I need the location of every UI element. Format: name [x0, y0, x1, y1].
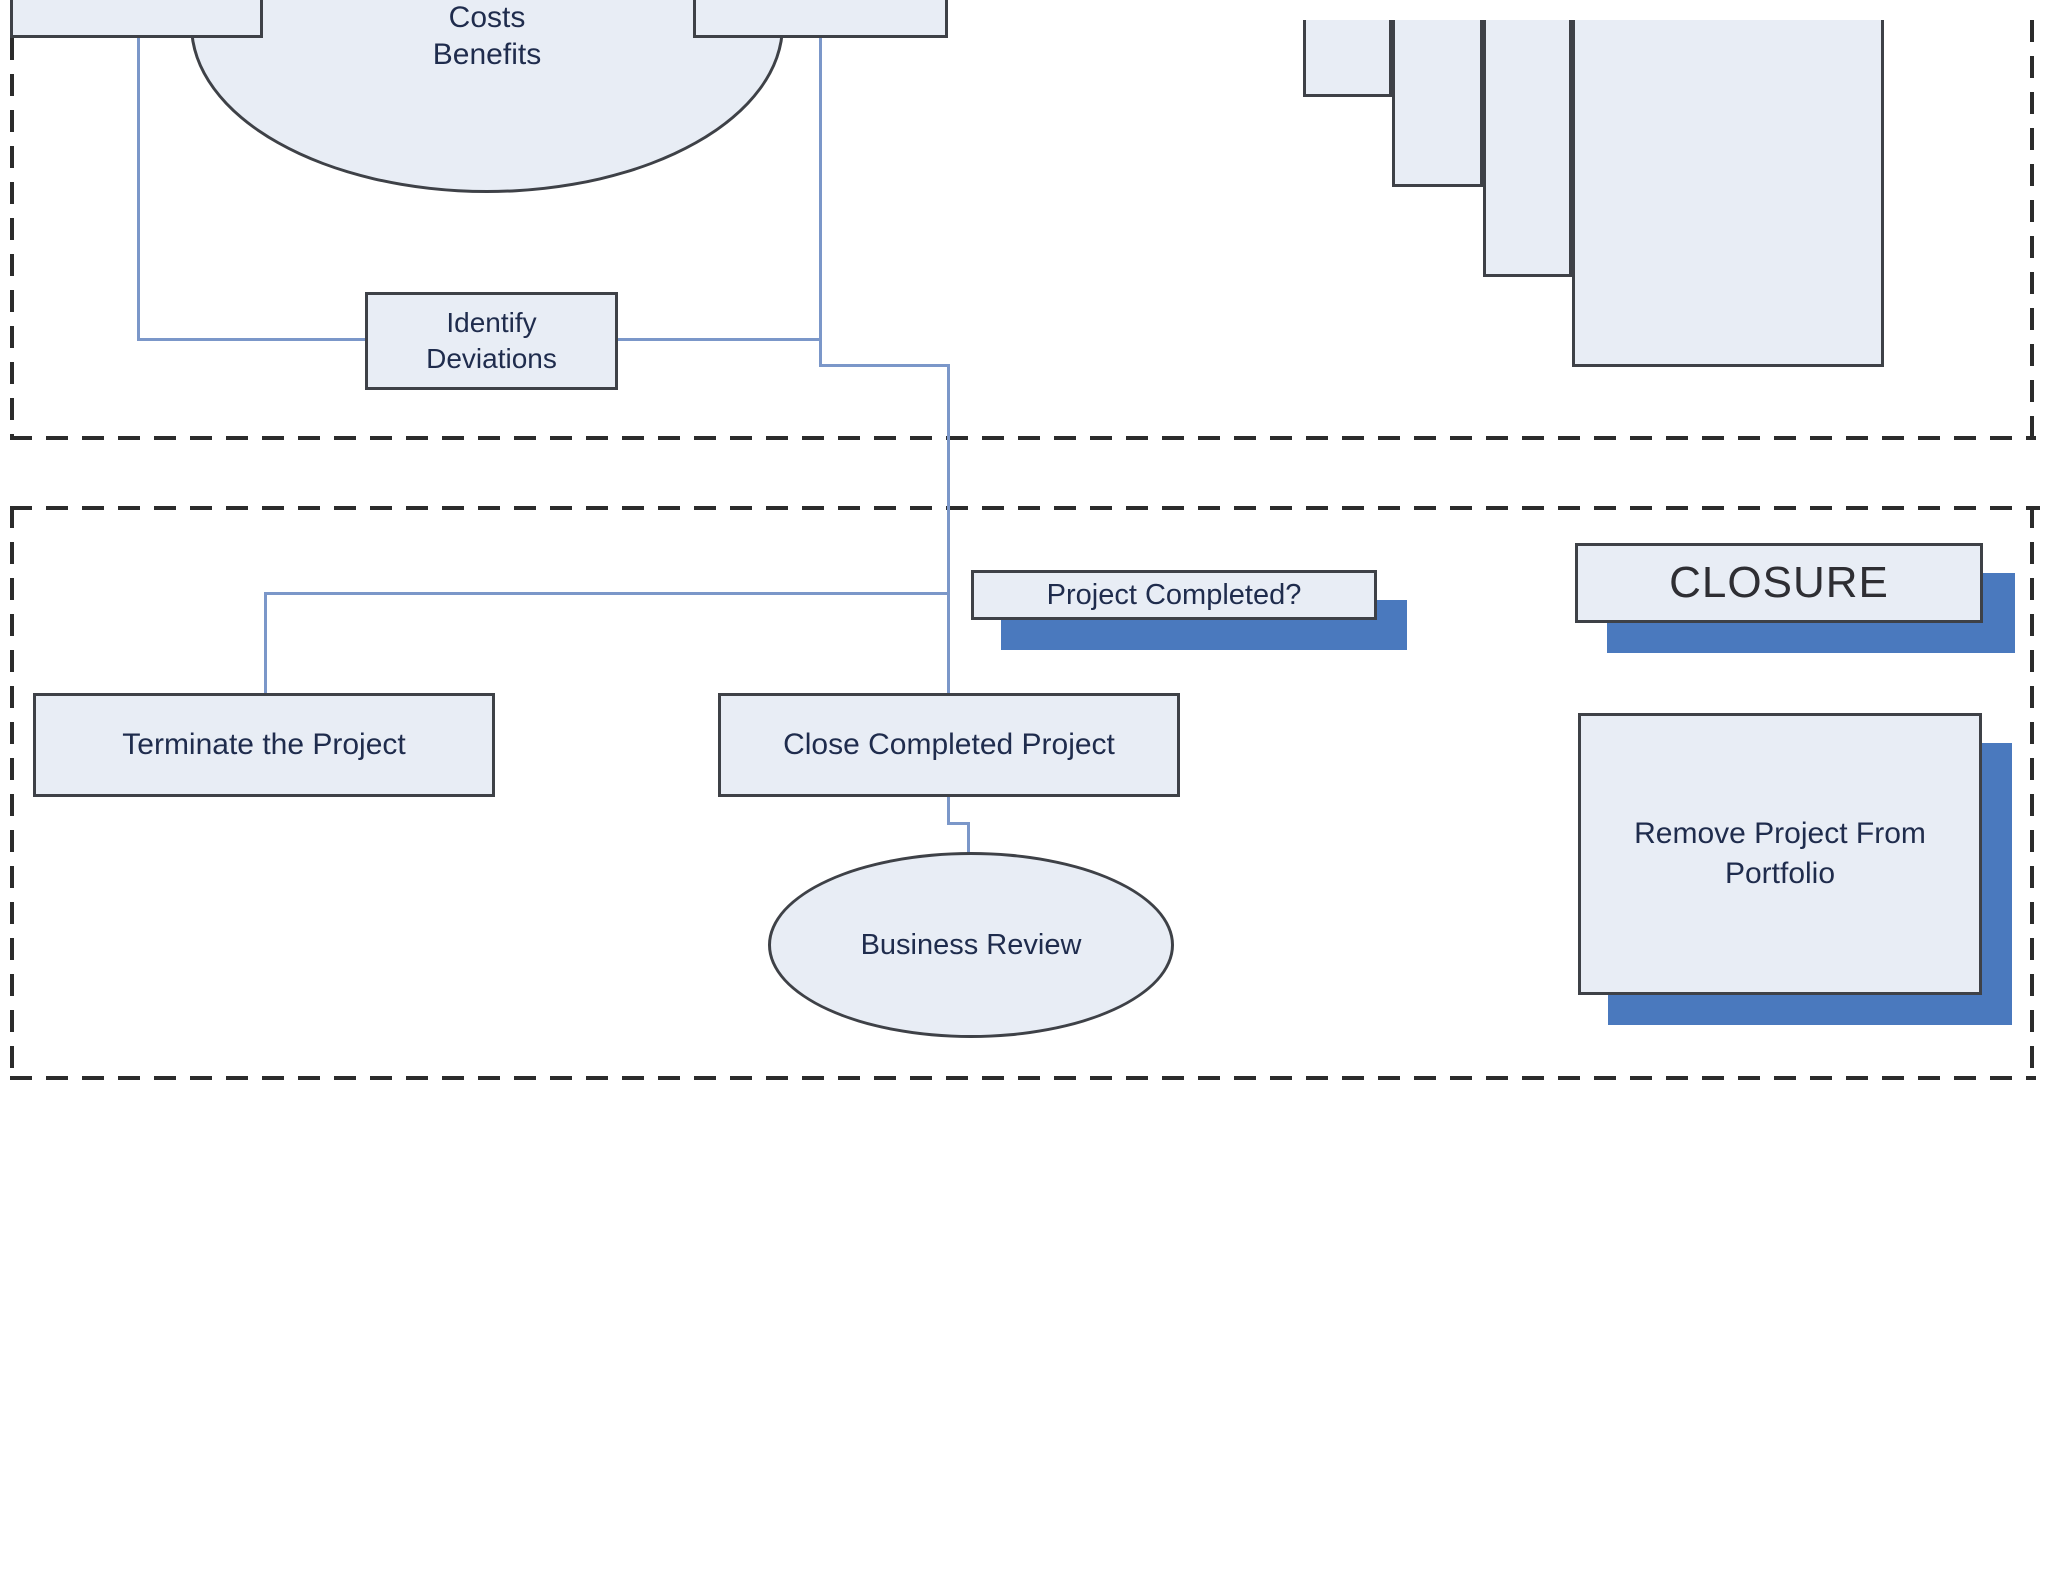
terminate-the-project-label-line: Terminate the Project: [122, 728, 406, 761]
conn-review-jog: [947, 822, 970, 825]
close-completed-project-label: Close Completed Project: [718, 693, 1180, 797]
costs-benefits-ellipse-label-line: Benefits: [432, 38, 542, 71]
section-top-bottom-border: [10, 436, 2036, 440]
business-review-ellipse: [768, 852, 1174, 1038]
doc-stack-2: [1392, 20, 1483, 187]
project-completed-label: Project Completed?: [971, 570, 1377, 620]
doc-stack-4: [1572, 20, 1884, 367]
conn-review-down: [967, 822, 970, 855]
identify-deviations-label-line: Deviations: [426, 343, 557, 374]
remove-project-from-portfolio-label-line: Remove Project From: [1634, 817, 1926, 850]
doc-stack-3: [1483, 20, 1572, 277]
closure-heading-label-line: CLOSURE: [1669, 558, 1889, 607]
conn-topleft-down: [137, 36, 140, 341]
costs-benefits-ellipse-label-line: Costs: [448, 1, 526, 34]
conn-identify-left: [137, 338, 367, 341]
section-closure-top-border: [10, 506, 2040, 510]
close-completed-project-label-line: Close Completed Project: [783, 728, 1115, 761]
conn-identify-right: [618, 338, 822, 341]
closure-heading: [1575, 543, 1983, 623]
business-review-ellipse-label: Business Review: [768, 852, 1174, 1038]
top-left-box: [10, 0, 263, 38]
business-review-ellipse-label-line: Business Review: [860, 929, 1082, 961]
closure-heading-label: CLOSURE: [1575, 543, 1983, 623]
conn-jog-right: [819, 364, 950, 367]
section-closure-bottom-border: [10, 1076, 2036, 1080]
close-completed-project: [718, 693, 1180, 797]
identify-deviations: [365, 292, 618, 390]
section-top-left-border: [10, 38, 14, 438]
identify-deviations-label-line: Identify: [446, 307, 537, 338]
section-top-right-border: [2030, 20, 2034, 438]
terminate-the-project: [33, 693, 495, 797]
project-completed: [971, 570, 1377, 620]
project-completed-label-line: Project Completed?: [1046, 579, 1302, 611]
remove-project-from-portfolio-label-line: Portfolio: [1724, 857, 1836, 890]
section-closure-left-border: [10, 506, 14, 1078]
conn-close-down: [947, 797, 950, 825]
top-right-box: [693, 0, 948, 38]
terminate-the-project-label: Terminate the Project: [33, 693, 495, 797]
remove-project-from-portfolio: [1578, 713, 1982, 995]
section-closure-right-border: [2030, 506, 2034, 1078]
conn-topright-down: [819, 36, 822, 367]
doc-stack-1: [1303, 20, 1392, 97]
conn-main-down: [947, 364, 950, 693]
conn-branch-left: [264, 592, 950, 595]
conn-terminate-down: [264, 592, 267, 693]
